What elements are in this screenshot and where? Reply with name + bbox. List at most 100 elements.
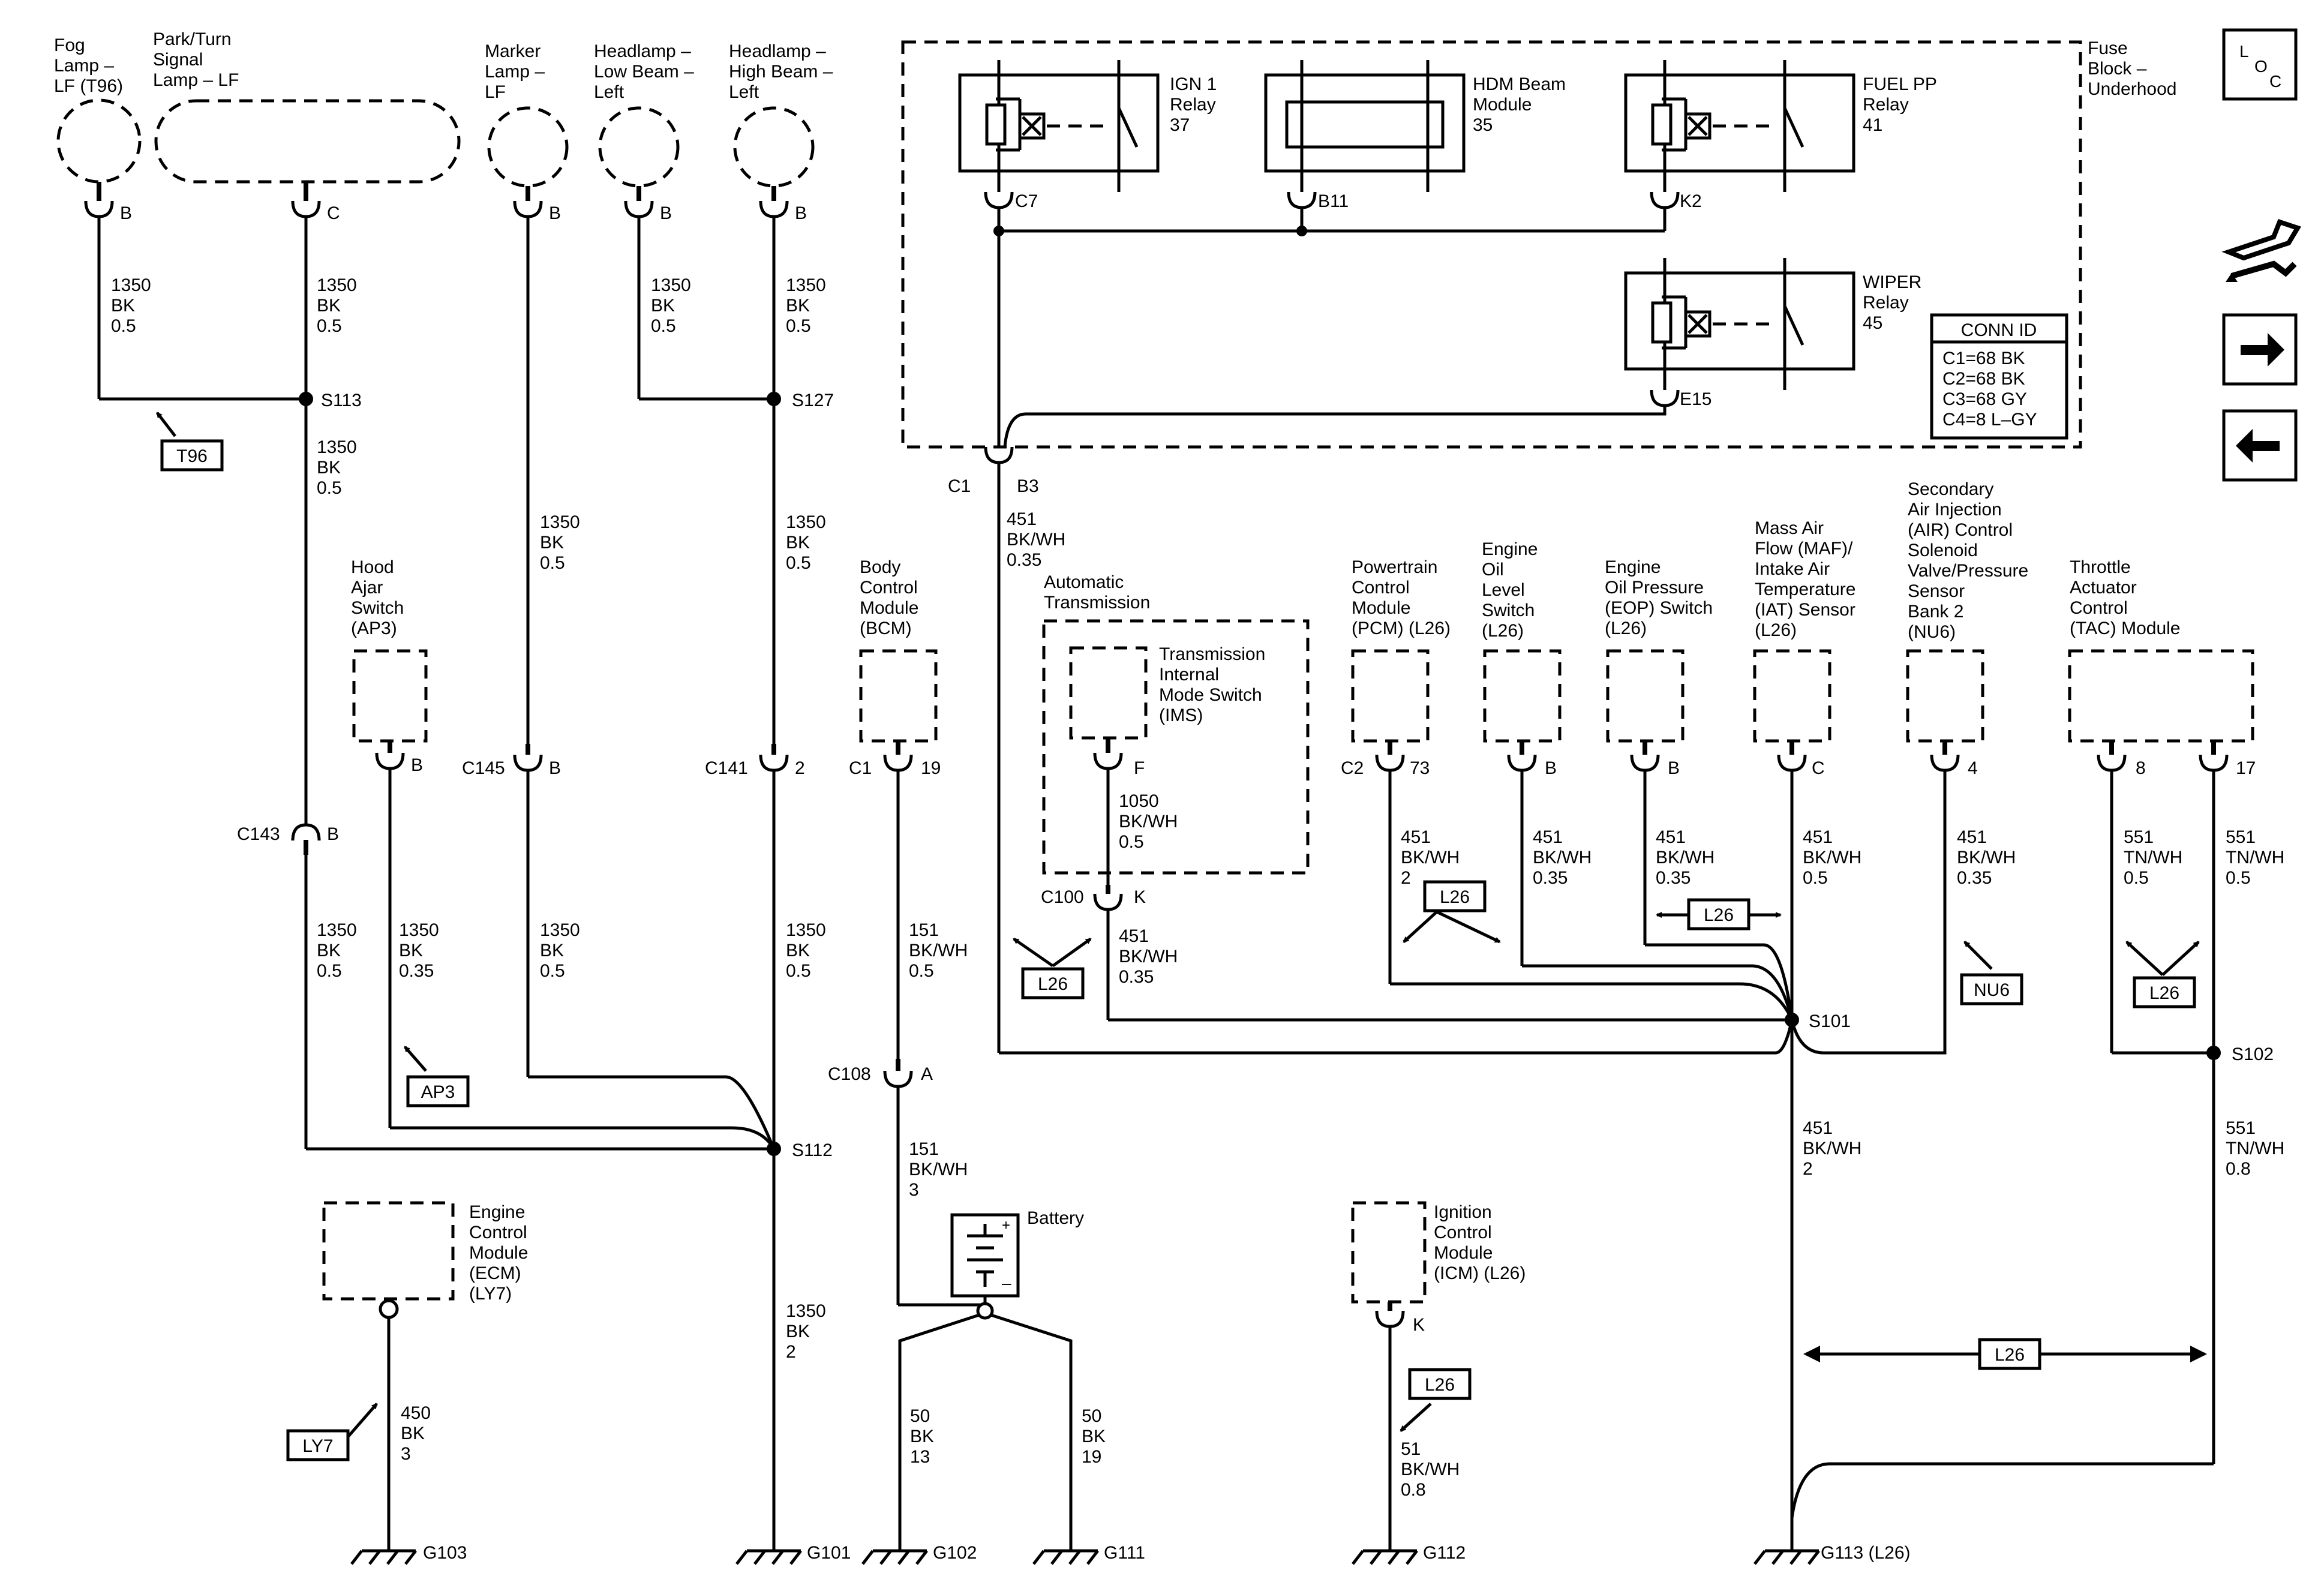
conn-c100: C100	[1041, 887, 1084, 907]
conn-id-table: CONN ID C1=68 BK C2=68 BK C3=68 GY C4=8 …	[1930, 313, 2068, 440]
wrench-icon[interactable]	[2221, 219, 2301, 282]
pin-b3: B3	[1017, 476, 1039, 496]
battery-label: Battery	[1027, 1208, 1084, 1228]
bcm-connector: C1	[849, 758, 872, 778]
conn-id-row: C4=8 L–GY	[1942, 410, 2037, 430]
high-beam-label: Headlamp –High Beam –Left	[729, 41, 833, 102]
splice-s112: S112	[792, 1140, 833, 1160]
headlamp-high-beam-left: Headlamp –High Beam –Left B	[729, 41, 833, 223]
option-tag-l26-trans[interactable]: L26	[1021, 967, 1085, 999]
splice-s127: S127	[792, 391, 834, 410]
svg-text:L26: L26	[1440, 887, 1470, 907]
option-tag-l26-eop[interactable]: L26	[1687, 898, 1750, 930]
option-tag-t96[interactable]: T96	[160, 439, 224, 472]
pin-oil: B	[1545, 758, 1557, 778]
svg-text:O: O	[2254, 57, 2268, 76]
pin-fog: B	[120, 203, 132, 223]
next-button[interactable]	[2222, 313, 2298, 386]
svg-text:LY7: LY7	[302, 1436, 333, 1456]
pin-air: 4	[1968, 758, 1978, 778]
pin-c141: 2	[795, 758, 805, 778]
conn-c143: C143	[237, 824, 280, 844]
svg-text:L26: L26	[1038, 974, 1068, 994]
conn-id-row: C1=68 BK	[1942, 349, 2025, 368]
pcm-connector: C2	[1341, 758, 1364, 778]
conn-c141: C141	[705, 758, 748, 778]
svg-text:–: –	[1002, 1274, 1011, 1292]
svg-text:+: +	[1002, 1217, 1010, 1233]
pin-c145: B	[549, 758, 561, 778]
prev-button[interactable]	[2222, 409, 2298, 482]
pin-hood: B	[411, 755, 423, 775]
battery: + – Battery	[950, 1208, 1084, 1298]
pin-high: B	[795, 203, 807, 223]
pin-bcm: 19	[921, 758, 941, 778]
ground-g113: G113 (L26)	[1821, 1543, 1911, 1563]
option-tag-ly7[interactable]: LY7	[286, 1429, 350, 1461]
low-beam-label: Headlamp –Low Beam –Left	[594, 41, 694, 102]
option-tag-ap3[interactable]: AP3	[406, 1075, 470, 1107]
pin-k2: K2	[1680, 191, 1702, 211]
option-tag-nu6[interactable]: NU6	[1960, 973, 2023, 1005]
option-tag-l26-pcm[interactable]: L26	[1423, 880, 1487, 912]
conn-c108: C108	[828, 1064, 871, 1084]
option-tag-l26-bottom[interactable]: L26	[1978, 1338, 2041, 1370]
svg-text:L26: L26	[1704, 905, 1734, 925]
option-tag-l26-icm[interactable]: L26	[1408, 1368, 1472, 1400]
ground-g112: G112	[1423, 1543, 1466, 1563]
svg-text:C: C	[2269, 72, 2281, 91]
svg-text:T96: T96	[176, 446, 208, 466]
conn-id-row: C3=68 GY	[1942, 389, 2027, 409]
loc-button[interactable]: L O C	[2222, 28, 2298, 101]
arrow-left-icon	[2236, 429, 2280, 463]
ground-g111: G111	[1104, 1543, 1145, 1563]
pin-b11: B11	[1318, 191, 1349, 211]
pin-tac-8: 8	[2136, 758, 2146, 778]
option-tag-l26-tac[interactable]: L26	[2133, 976, 2196, 1008]
